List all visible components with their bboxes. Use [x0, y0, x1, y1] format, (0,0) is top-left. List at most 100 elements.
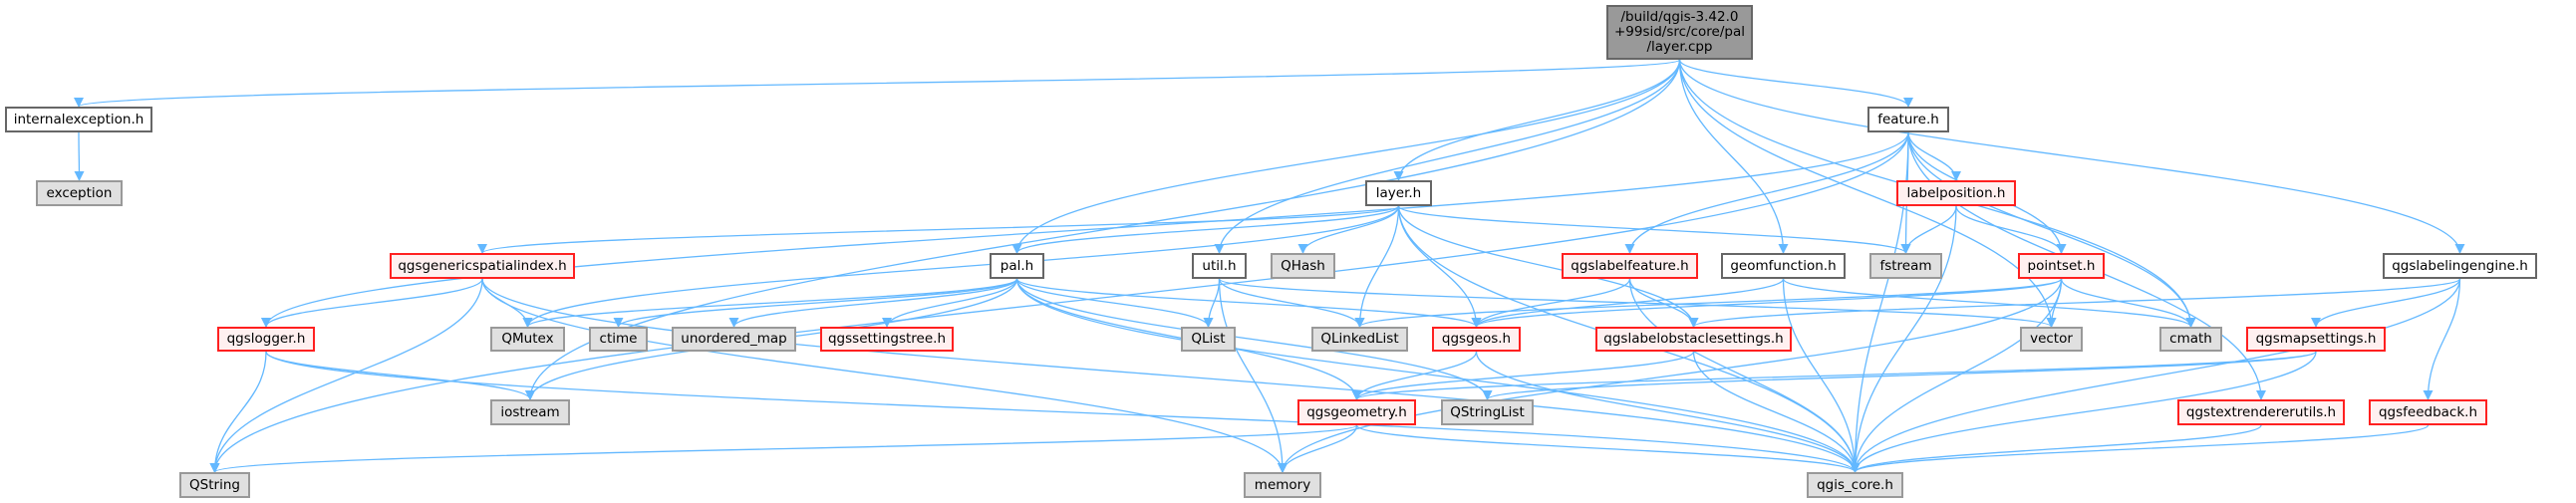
node-label: internalexception.h [13, 111, 144, 127]
node-qstringlist[interactable]: QStringList [1441, 399, 1534, 425]
node-label: /build/qgis-3.42.0 +99sid/src/core/pal /… [1613, 9, 1746, 55]
node-label: qgstextrendererutils.h [2185, 403, 2337, 420]
node-pointset[interactable]: pointset.h [2018, 253, 2105, 279]
node-unordered-map[interactable]: unordered_map [672, 327, 796, 352]
node-labelposition[interactable]: labelposition.h [1896, 180, 2016, 206]
edge-layer-to-pal [1011, 205, 1400, 254]
edge-pointset-to-qgsgeos [1471, 278, 2063, 328]
edge-feature-to-cmath [1907, 131, 2196, 328]
edge-qgsgeometry-to-qgis_core [1355, 424, 1860, 473]
node-label: qgsgeometry.h [1306, 403, 1407, 420]
node-label: qgsfeedback.h [2378, 403, 2478, 420]
node-qstring[interactable]: QString [179, 472, 250, 498]
node-label: qgssettingstree.h [827, 331, 946, 347]
edge-feature-to-qgslabelfeature [1624, 131, 1909, 254]
node-vector[interactable]: vector [2020, 327, 2083, 352]
node-label: pal.h [1000, 257, 1034, 274]
node-qmutex[interactable]: QMutex [490, 327, 565, 352]
node-label: util.h [1202, 257, 1237, 274]
edge-pointset-to-QLinkedList [1354, 278, 2063, 328]
node-qlist[interactable]: QList [1181, 327, 1236, 352]
edge-qgslabelingengine-to-qgsmapsettings [2311, 278, 2461, 328]
edge-qgslogger-to-QString [209, 351, 267, 473]
edge-pointset-to-cmath [2060, 278, 2196, 328]
node-label: QString [189, 476, 240, 493]
edge-layer-to-QLinkedList [1354, 205, 1400, 328]
edge-qgslogger-to-iostream [265, 351, 535, 400]
edge-qgslogger-to-qgis_core [265, 351, 1860, 473]
node-label: QList [1191, 331, 1226, 347]
edge-qgslabelingengine-to-qgslabelobstaclesettings [1688, 278, 2461, 328]
node-label: QHash [1281, 257, 1325, 274]
edge-pal-to-unordered_map [728, 278, 1018, 328]
node-qgsmapsettings[interactable]: qgsmapsettings.h [2246, 327, 2386, 352]
edge-pal-to-QStringList [1015, 278, 1493, 400]
node-label: qgslabelfeature.h [1571, 257, 1689, 274]
node-qgslabelfeature[interactable]: qgslabelfeature.h [1562, 253, 1698, 279]
edge-qgslabelingengine-to-qgsfeedback [2423, 278, 2461, 400]
node-geomfunction[interactable]: geomfunction.h [1721, 253, 1846, 279]
edge-qgsgeos-to-qgis_core [1475, 351, 1860, 473]
node-qgslabelingengine[interactable]: qgslabelingengine.h [2383, 253, 2537, 279]
edge-qgsmapsettings-to-qgis_core [1850, 351, 2317, 473]
edge-pointset-to-memory [1278, 278, 2063, 473]
edge-labelposition-to-fstream [1900, 205, 1957, 254]
node-qgis-core[interactable]: qgis_core.h [1807, 472, 1903, 498]
edge-layer-to-qgsgenericspatialindex [477, 205, 1400, 254]
edge-internalexception-to-exception [74, 131, 85, 181]
node-qgslogger[interactable]: qgslogger.h [217, 327, 315, 352]
node-qgsgeos[interactable]: qgsgeos.h [1432, 327, 1521, 352]
edge-qgsgenericspatialindex-to-qgslogger [261, 278, 483, 328]
node-label: layer.h [1375, 184, 1422, 201]
node-qgstextrendererutils[interactable]: qgstextrendererutils.h [2177, 399, 2345, 425]
node-qgsfeedback[interactable]: qgsfeedback.h [2369, 399, 2487, 425]
node-qgsgeometry[interactable]: qgsgeometry.h [1297, 399, 1416, 425]
node-label: pointset.h [2027, 257, 2096, 274]
edge-qgstextrendererutils-to-qgis_core [1850, 424, 2262, 473]
edge-qgslabelobstaclesettings-to-qgis_core [1692, 351, 1860, 473]
node-feature[interactable]: feature.h [1867, 107, 1949, 132]
node-ctime[interactable]: ctime [589, 327, 648, 352]
node-label: QLinkedList [1320, 331, 1399, 347]
node-pal[interactable]: pal.h [990, 253, 1044, 279]
edge-feature-to-qgslogger [261, 131, 1909, 328]
node-memory[interactable]: memory [1244, 472, 1321, 498]
node-label: labelposition.h [1906, 184, 2006, 201]
node-qhash[interactable]: QHash [1271, 253, 1335, 279]
edge-layer-to-fstream [1397, 205, 1911, 254]
edge-geomfunction-to-cmath [1782, 278, 2196, 328]
node-layer[interactable]: layer.h [1365, 180, 1432, 206]
node-fstream[interactable]: fstream [1869, 253, 1942, 279]
node-label: feature.h [1877, 111, 1939, 127]
edge-qgsgenericspatialindex-to-memory [481, 278, 1288, 473]
node-cmath[interactable]: cmath [2159, 327, 2222, 352]
node-label: memory [1254, 476, 1311, 493]
node-qlinkedlist[interactable]: QLinkedList [1311, 327, 1408, 352]
node-label: cmath [2169, 331, 2212, 347]
node-qgssettingstree[interactable]: qgssettingstree.h [820, 327, 954, 352]
node-label: QMutex [501, 331, 554, 347]
node-label: qgsmapsettings.h [2255, 331, 2377, 347]
node-label: qgis_core.h [1817, 476, 1893, 493]
node-util[interactable]: util.h [1192, 253, 1247, 279]
edge-root-to-pal [1011, 59, 1681, 254]
node-label: ctime [599, 331, 638, 347]
edge-qgsgeometry-to-QString [209, 424, 1358, 473]
node-label: qgslabelobstaclesettings.h [1603, 331, 1784, 347]
node-root[interactable]: /build/qgis-3.42.0 +99sid/src/core/pal /… [1606, 5, 1753, 60]
node-label: QStringList [1450, 403, 1525, 420]
edge-pal-to-ctime [613, 278, 1018, 328]
edge-util-to-QLinkedList [1218, 278, 1365, 328]
node-qgsgenericspatialindex[interactable]: qgsgenericspatialindex.h [390, 253, 575, 279]
edge-feature-to-labelposition [1907, 131, 1961, 181]
edge-qgslabelfeature-to-qgis_core [1628, 278, 1860, 473]
node-internalexception[interactable]: internalexception.h [5, 107, 152, 132]
edge-pal-to-QMutex [522, 278, 1018, 328]
node-qgslabelobstaclesettings[interactable]: qgslabelobstaclesettings.h [1595, 327, 1792, 352]
node-exception[interactable]: exception [36, 180, 123, 206]
edge-labelposition-to-qgis_core [1850, 205, 1957, 473]
node-label: qgslogger.h [226, 331, 306, 347]
node-iostream[interactable]: iostream [490, 399, 570, 425]
